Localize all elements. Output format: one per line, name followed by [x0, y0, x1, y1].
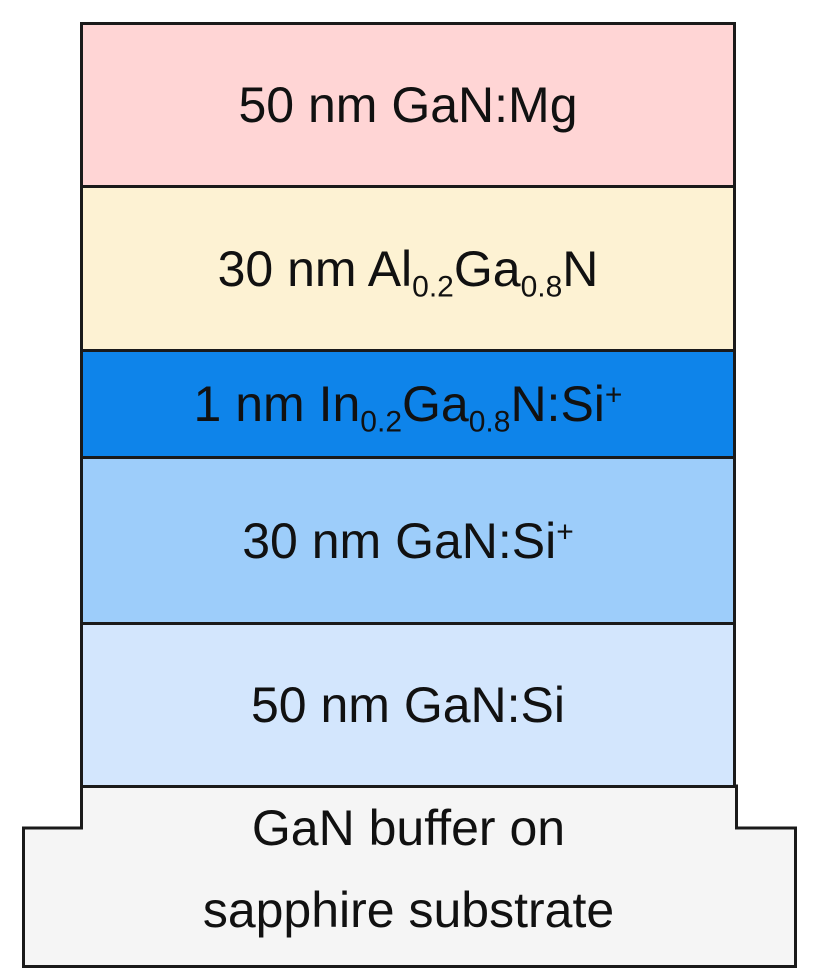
layer-label: 30 nm GaN:Si+	[242, 516, 574, 566]
substrate-label-line-1: GaN buffer on	[251, 800, 566, 856]
label-supscript: +	[556, 515, 574, 548]
layer-label: 1 nm In0.2Ga0.8N:Si+	[193, 376, 623, 437]
label-text: 30 nm Al	[217, 240, 413, 297]
label-subscript: 0.2	[412, 270, 454, 303]
label-subscript: 0.8	[520, 270, 563, 303]
label-text: Ga	[453, 240, 521, 297]
layer-algan: 30 nm Al0.2Ga0.8N	[80, 185, 736, 352]
label-text: 50 nm GaN:Mg	[238, 77, 578, 133]
layer-label: 30 nm Al0.2Ga0.8N	[217, 240, 599, 302]
label-supscript: +	[604, 378, 623, 412]
substrate-label-line-2: sapphire substrate	[202, 882, 615, 938]
layer-gan-si: 50 nm GaN:Si	[80, 622, 736, 788]
layer-gan-si-plus: 30 nm GaN:Si+	[80, 456, 736, 625]
layer-label: 50 nm GaN:Si	[251, 680, 565, 730]
layer-label: 50 nm GaN:Mg	[238, 80, 577, 130]
label-text: 1 nm In	[193, 376, 361, 432]
label-text: 30 nm GaN:Si	[242, 512, 557, 569]
label-text: 50 nm GaN:Si	[250, 677, 565, 733]
label-subscript: 0.8	[468, 405, 511, 439]
label-text: N	[562, 240, 599, 297]
layer-ingan-si: 1 nm In0.2Ga0.8N:Si+	[80, 349, 736, 459]
label-text: N:Si	[510, 376, 605, 432]
layer-gan-mg: 50 nm GaN:Mg	[80, 22, 736, 188]
label-subscript: 0.2	[360, 405, 403, 439]
label-text: Ga	[402, 376, 469, 432]
